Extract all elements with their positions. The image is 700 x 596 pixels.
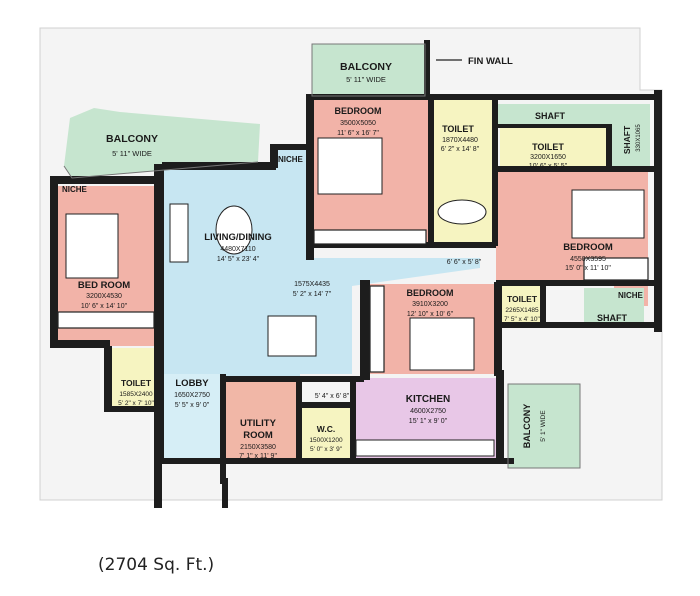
- bedroom-mid-label: BEDROOM: [407, 288, 454, 298]
- bedroom-right-ft: 15' 0" x 11' 10": [565, 265, 611, 272]
- bed-mid: [409, 317, 475, 371]
- balcony-top-dim: 5' 11" WIDE: [346, 75, 386, 84]
- bedroom-right-mm: 4550X3595: [570, 256, 606, 263]
- toilet-mid-label: TOILET: [507, 294, 538, 304]
- bedroom-mid-mm: 3910X3200: [412, 301, 448, 308]
- lobby-fill: [162, 374, 222, 460]
- niche-living-label: NICHE: [278, 155, 304, 164]
- dining-mm: 1575X4435: [294, 281, 330, 288]
- furniture: [65, 137, 645, 457]
- balcony-left-label: BALCONY: [106, 133, 158, 145]
- shaft-bottom-label: SHAFT: [597, 313, 627, 323]
- niche-right-label: NICHE: [618, 291, 644, 300]
- toilet-right-fill: [500, 128, 610, 170]
- lobby-label: LOBBY: [175, 378, 209, 389]
- toilet-mid-fill: [498, 284, 546, 324]
- niche-left-label: NICHE: [62, 185, 88, 194]
- bedroom-left-ft: 10' 6" x 14' 10": [81, 303, 128, 310]
- coffee-table: [215, 205, 253, 255]
- lobby-mm: 1650X2750: [174, 392, 210, 399]
- bedroom-right-label: BEDROOM: [563, 242, 613, 253]
- room-labels: BALCONY 5' 11" WIDE FIN WALL BALCONY 5' …: [62, 56, 644, 460]
- toilet-left-ft: 5' 2" x 7' 10": [118, 400, 154, 407]
- living-mm: 4480X7110: [220, 246, 255, 253]
- bedroom-top-ft: 11' 6" x 16' 7": [337, 130, 379, 137]
- railings: [63, 43, 581, 469]
- shaft-right-label: SHAFT: [622, 125, 632, 154]
- toilet-mid-ft: 7' 5" x 4' 10": [504, 316, 540, 323]
- bedroom-top-label: BEDROOM: [335, 106, 382, 116]
- utility-mm: 2150X3580: [240, 444, 276, 451]
- area-caption: (2704 Sq. Ft.): [98, 555, 215, 575]
- toilet-top-mm: 1870X4480: [442, 137, 478, 144]
- corridor-dim: 6' 6" x 5' 8": [447, 259, 482, 266]
- wc-ft: 5' 0" x 3' 9": [310, 446, 343, 453]
- living-ft: 14' 5" x 23' 4": [217, 256, 260, 263]
- balcony-left-dim: 5' 11" WIDE: [112, 149, 152, 158]
- wardrobes: [57, 229, 649, 373]
- walls: [50, 40, 662, 508]
- dining-ft: 5' 2" x 14' 7": [293, 291, 332, 298]
- balcony-top-label: BALCONY: [340, 61, 392, 73]
- bedroom-left-label: BED ROOM: [78, 280, 130, 291]
- toilet-top-ft: 6' 2" x 14' 8": [441, 146, 480, 153]
- balcony-left-fill: [64, 108, 260, 178]
- wc-label: W.C.: [317, 424, 335, 434]
- fin-wall-label: FIN WALL: [468, 56, 513, 67]
- utility-fill: [222, 382, 300, 460]
- wc-mm: 1500X1200: [309, 437, 343, 444]
- kitchen-label: KITCHEN: [406, 394, 450, 405]
- living-label: LIVING/DINING: [204, 232, 272, 243]
- shaft-right-fill: [610, 104, 650, 170]
- sofa: [169, 203, 189, 263]
- utility-label: UTILITY: [240, 418, 277, 429]
- bed-left: [65, 213, 119, 279]
- utility-ft: 7' 1" x 11' 9": [239, 453, 277, 460]
- bed-top: [317, 137, 383, 195]
- toilet-right-ft: 10' 6" x 5' 5": [529, 163, 568, 170]
- utility-label-2: ROOM: [243, 430, 273, 441]
- dining-table: [267, 315, 317, 357]
- balcony-kitchen-dim: 5' 1" WIDE: [540, 410, 547, 442]
- toilet-right-label: TOILET: [532, 142, 564, 152]
- bedroom-left-mm: 3200X4530: [86, 293, 122, 300]
- toilet-left-fill: [110, 348, 160, 410]
- balcony-top-fill: [312, 44, 425, 96]
- kitchen-top-dim: 5' 4" x 6' 8": [315, 393, 350, 400]
- bathtub: [437, 199, 487, 225]
- shaft-bottom-fill: [584, 288, 644, 324]
- bedroom-mid-ft: 12' 10" x 10' 6": [407, 311, 454, 318]
- shaft-top-label: SHAFT: [535, 111, 565, 121]
- toilet-left-label: TOILET: [121, 378, 152, 388]
- lobby-ft: 5' 5" x 9' 0": [175, 402, 210, 409]
- bed-right: [571, 189, 645, 239]
- wc-fill: [300, 408, 352, 460]
- kitchen-counter: [355, 439, 495, 457]
- toilet-right-mm: 3200X1650: [530, 154, 566, 161]
- shaft-right-mm: 330X1065: [636, 124, 642, 152]
- toilet-left-mm: 1585X2400: [119, 391, 153, 398]
- balcony-kitchen-label: BALCONY: [522, 404, 532, 449]
- toilet-mid-mm: 2265X1485: [505, 307, 539, 314]
- balcony-kitchen-fill: [508, 384, 580, 468]
- kitchen-mm: 4600X2750: [410, 408, 446, 415]
- toilet-top-label: TOILET: [442, 124, 474, 134]
- bedroom-top-mm: 3500X5050: [340, 120, 376, 127]
- kitchen-ft: 15' 1" x 9' 0": [409, 418, 448, 425]
